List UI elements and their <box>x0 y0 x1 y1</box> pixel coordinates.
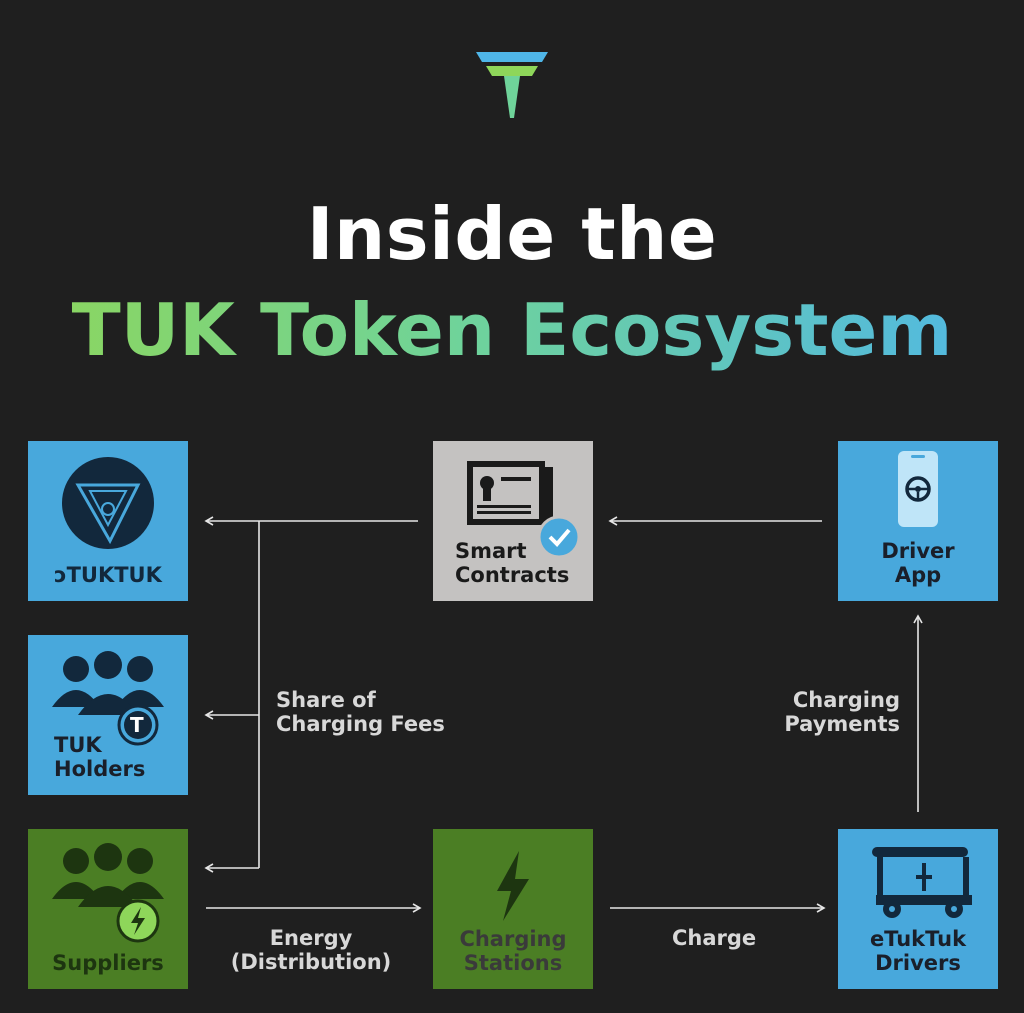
t-logo-icon <box>476 52 548 118</box>
title-line-1: Inside the <box>306 192 718 276</box>
token-badge-text: T <box>130 713 144 737</box>
people-token-icon <box>52 651 164 746</box>
etuktuk-logo-icon <box>62 457 154 549</box>
node-tuk-holders: T TUK Holders <box>28 635 188 795</box>
node-label-charging-stations: Charging Stations <box>459 927 567 975</box>
title-line-2: TUK Token Ecosystem <box>0 288 1024 372</box>
node-smart-contracts: Smart Contracts <box>433 441 593 601</box>
edge-label-share-fees: Share of Charging Fees <box>276 688 445 736</box>
node-driver-app: Driver App <box>838 441 998 601</box>
bolt-icon <box>497 851 529 921</box>
node-suppliers: Suppliers <box>28 829 188 989</box>
contract-check-icon <box>467 461 581 559</box>
people-bolt-icon <box>52 843 164 943</box>
edge-label-energy: Energy (Distribution) <box>230 926 392 974</box>
node-label-tuk-holders: TUK Holders <box>54 733 146 781</box>
node-label-suppliers: Suppliers <box>52 951 164 975</box>
node-label-etuktuk: ɔTUKTUK <box>54 563 162 587</box>
edge-label-charging-payments: Charging Payments <box>784 688 900 736</box>
node-etuktuk-drivers: eTukTuk Drivers <box>838 829 998 989</box>
node-label-smart-contracts: Smart Contracts <box>455 539 570 587</box>
edge-label-charge: Charge <box>672 926 757 950</box>
phone-steering-icon <box>898 451 938 527</box>
node-label-driver-app: Driver App <box>881 539 955 587</box>
node-label-etuktuk-drivers: eTukTuk Drivers <box>869 927 967 975</box>
node-etuktuk: ɔTUKTUK <box>28 441 188 601</box>
tuktuk-vehicle-icon <box>872 847 972 918</box>
node-charging-stations: Charging Stations <box>433 829 593 989</box>
